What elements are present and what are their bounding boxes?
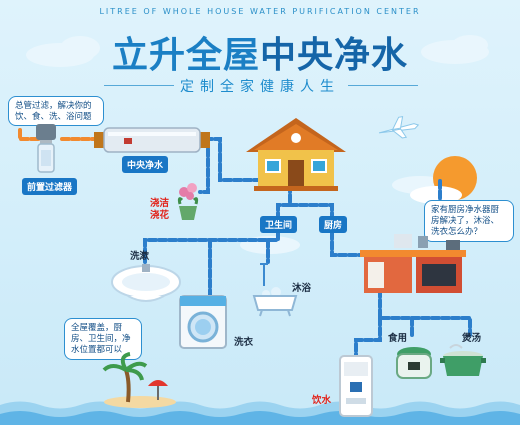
drink-label: 饮水 xyxy=(312,395,332,406)
bubble-main-pipe: 总管过滤，解决你的饮、食、洗、浴问题 xyxy=(8,96,104,126)
bathtub-icon xyxy=(252,263,298,317)
wash-face-label: 洗漱 xyxy=(130,251,150,262)
washbasin-icon xyxy=(111,264,181,302)
kitchen-counter-icon xyxy=(360,234,466,293)
house-icon xyxy=(246,118,346,191)
kitchen-tag: 厨房 xyxy=(319,216,348,233)
shower-label: 沐浴 xyxy=(292,283,312,294)
soup-pot-icon xyxy=(440,344,486,376)
flower-pot-icon xyxy=(177,183,199,220)
washing-machine-icon xyxy=(179,295,227,349)
pre-filter-icon xyxy=(36,124,56,173)
pre-filter-label: 前置过滤器 xyxy=(22,178,78,195)
bubble-kitchen: 家有厨房净水器厨房解决了，沐浴、洗衣怎么办？ xyxy=(424,200,514,242)
eat-label: 食用 xyxy=(388,333,408,344)
water-line2: 浇花 xyxy=(150,210,170,221)
soup-label: 煲汤 xyxy=(462,333,482,344)
water-dispenser-icon xyxy=(339,355,373,417)
water-line1: 浇洁 xyxy=(150,198,170,209)
palm-island-icon xyxy=(102,352,176,408)
slogan-rule-right xyxy=(348,85,418,86)
airplane-icon xyxy=(378,115,420,139)
water-flowers-label: 浇洁 浇花 xyxy=(150,198,169,222)
slogan: 定制全家健康人生 xyxy=(180,79,340,95)
title-part1: 立升全屋 xyxy=(111,35,260,76)
laundry-label: 洗衣 xyxy=(234,337,254,348)
bathroom-tag: 卫生间 xyxy=(260,216,298,233)
rice-cooker-icon xyxy=(396,347,432,379)
title-part2: 中央净水 xyxy=(260,35,409,76)
central-purifier-icon xyxy=(94,127,210,153)
subtitle-en: LITREE OF WHOLE HOUSE WATER PURIFICATION… xyxy=(99,7,421,16)
page-title: 立升全屋中央净水 xyxy=(0,26,520,78)
central-label: 中央净水 xyxy=(122,156,169,173)
slogan-rule-left xyxy=(104,85,174,86)
